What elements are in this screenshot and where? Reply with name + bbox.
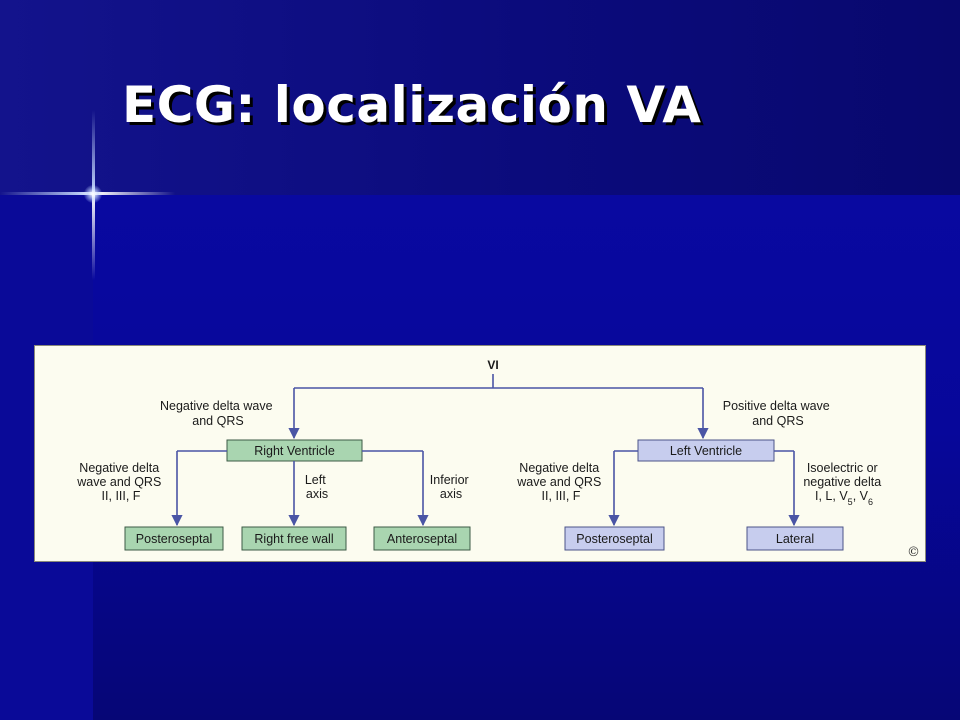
left-branch-condition: Negative delta wave and QRS [160, 399, 276, 428]
left-ventricle-node: Left Ventricle [637, 439, 775, 462]
ecg-flowchart-figure: VI Negative delta wave and QRS Positive … [34, 345, 926, 562]
svg-text:Posteroseptal: Posteroseptal [576, 532, 652, 546]
copyright-mark: © [907, 545, 920, 560]
lv-left-condition: Negative delta wave and QRS II, III, F [516, 461, 605, 503]
svg-text:Posteroseptal: Posteroseptal [136, 532, 212, 546]
root-label: VI [487, 358, 498, 372]
leaf-rv-posteroseptal: Posteroseptal [124, 526, 224, 551]
svg-text:Right free wall: Right free wall [254, 532, 333, 546]
right-branch-condition: Positive delta wave and QRS [723, 399, 834, 428]
svg-text:Anteroseptal: Anteroseptal [387, 532, 457, 546]
leaf-lv-posteroseptal: Posteroseptal [564, 526, 665, 551]
flowchart-svg: VI Negative delta wave and QRS Positive … [76, 358, 920, 560]
leaf-right-free-wall: Right free wall [241, 526, 347, 551]
leads-line: I, L, V5, V6 [815, 489, 873, 507]
background-top-band [0, 0, 960, 195]
rv-middle-condition: Left axis [305, 473, 329, 501]
lv-right-condition: Isoelectric or negative delta I, L, V5, … [803, 461, 884, 507]
rv-right-condition: Inferior axis [430, 473, 472, 501]
right-ventricle-node: Right Ventricle [226, 439, 363, 462]
slide-title: ECG: localización VA [122, 76, 702, 134]
rv-left-condition: Negative delta wave and QRS II, III, F [76, 461, 165, 503]
svg-text:Right Ventricle: Right Ventricle [254, 444, 335, 458]
lens-flare-core [84, 185, 102, 203]
svg-text:Lateral: Lateral [776, 532, 814, 546]
svg-text:Left Ventricle: Left Ventricle [670, 444, 742, 458]
leaf-lateral: Lateral [746, 526, 844, 551]
leaf-anteroseptal: Anteroseptal [373, 526, 471, 551]
